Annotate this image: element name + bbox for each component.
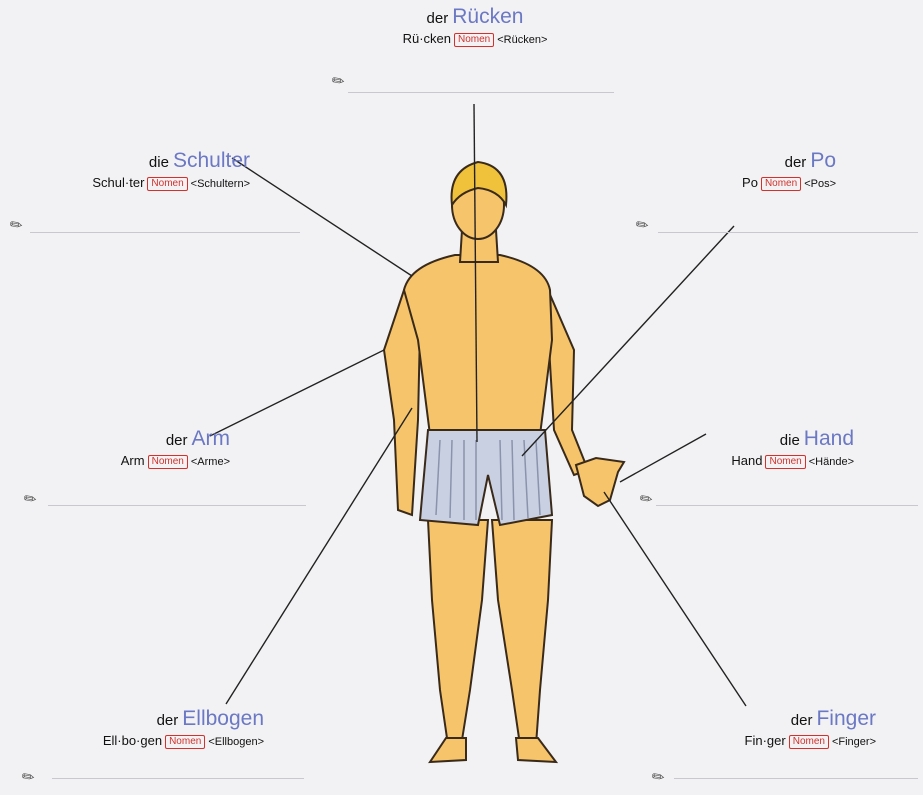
nomen-badge: Nomen [765, 455, 805, 469]
plural: <Schultern> [191, 178, 250, 190]
nomen-badge: Nomen [165, 735, 205, 749]
noun: Po [810, 149, 836, 172]
answer-line-ellbogen[interactable] [52, 778, 304, 779]
noun: Finger [816, 707, 876, 730]
plural: <Arme> [191, 456, 230, 468]
plural: <Hände> [809, 456, 854, 468]
noun: Arm [192, 427, 231, 450]
nomen-badge: Nomen [789, 735, 829, 749]
torso [404, 255, 552, 435]
nomen-badge: Nomen [148, 455, 188, 469]
right-leg [492, 520, 552, 745]
answer-line-po[interactable] [658, 232, 918, 233]
article: der [791, 712, 813, 729]
syllables: Hand [731, 453, 762, 468]
schulter-leader [232, 158, 412, 276]
right-foot [516, 738, 556, 762]
plural: <Ellbogen> [208, 736, 264, 748]
article: die [780, 432, 800, 449]
plural: <Finger> [832, 736, 876, 748]
syllables: Ell·bo·gen [103, 733, 162, 748]
answer-line-hand[interactable] [656, 505, 918, 506]
finger-leader [604, 492, 746, 706]
article: die [149, 154, 169, 171]
syllables: Rü·cken [403, 31, 451, 46]
noun: Ellbogen [182, 707, 264, 730]
arm-leader [210, 350, 384, 436]
syllables: Schul·ter [92, 175, 144, 190]
article: der [785, 154, 807, 171]
noun: Rücken [452, 5, 523, 28]
article: der [157, 712, 179, 729]
syllables: Fin·ger [745, 733, 786, 748]
ellbogen-leader [226, 408, 412, 704]
left-foot [430, 738, 466, 762]
right-arm [548, 290, 588, 475]
article: der [166, 432, 188, 449]
nomen-badge: Nomen [454, 33, 494, 47]
nomen-badge: Nomen [761, 177, 801, 191]
article: der [427, 10, 449, 27]
syllables: Arm [121, 453, 145, 468]
noun: Schulter [173, 149, 250, 172]
left-leg [428, 520, 488, 745]
right-hand [576, 458, 624, 506]
answer-line-arm[interactable] [48, 505, 306, 506]
plural: <Rücken> [497, 34, 547, 46]
nomen-badge: Nomen [147, 177, 187, 191]
answer-line-finger[interactable] [674, 778, 918, 779]
answer-line-schulter[interactable] [30, 232, 300, 233]
answer-line-ruecken[interactable] [348, 92, 614, 93]
noun: Hand [804, 427, 854, 450]
syllables: Po [742, 175, 758, 190]
plural: <Pos> [804, 178, 836, 190]
